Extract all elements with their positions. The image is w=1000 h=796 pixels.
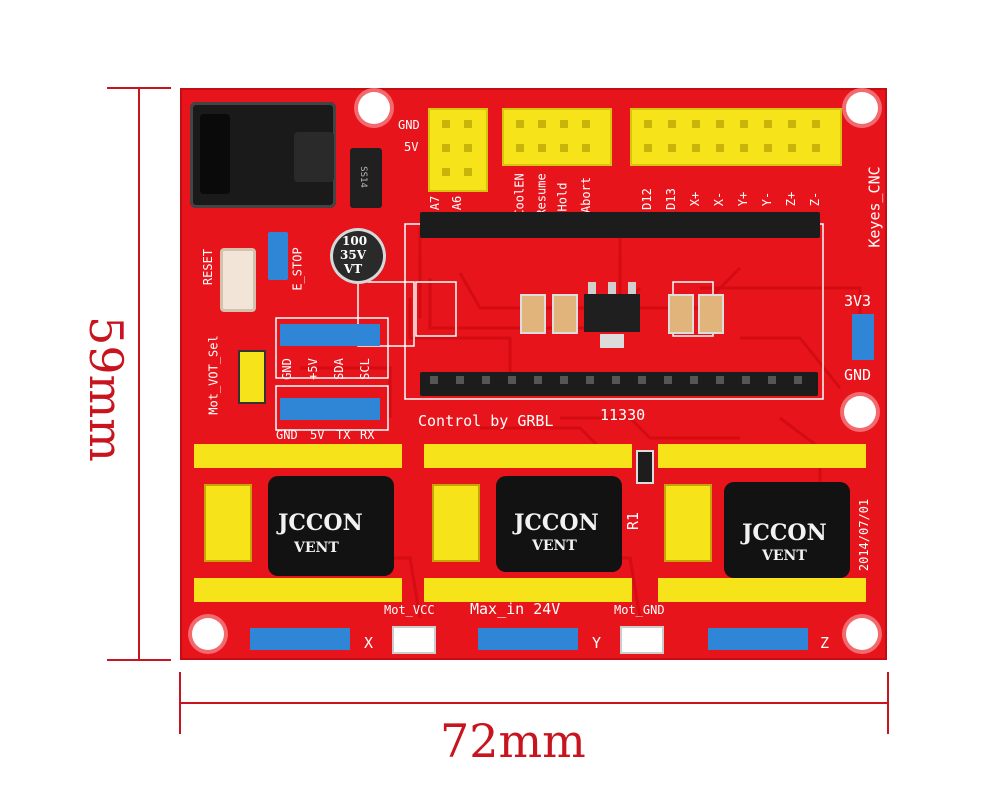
mounting-hole bbox=[846, 92, 878, 124]
smd-capacitor bbox=[552, 294, 578, 334]
uart-header bbox=[280, 398, 380, 420]
mot-vcc-pad bbox=[392, 626, 436, 654]
reset-button[interactable] bbox=[220, 248, 256, 312]
axis-y-label: Y bbox=[592, 634, 602, 652]
mot-vcc-label: Mot_VCC bbox=[384, 603, 435, 617]
mounting-hole bbox=[844, 396, 876, 428]
board-code-label: 11330 bbox=[600, 406, 646, 424]
electrolytic-capacitor: 100 35V VT bbox=[330, 228, 386, 284]
3v3-label: 3V3 bbox=[844, 292, 872, 310]
width-label: 72mm bbox=[440, 714, 586, 768]
gnd-right-label: GND bbox=[844, 366, 872, 384]
axis-x-label: X bbox=[364, 634, 374, 652]
smd-capacitor bbox=[520, 294, 546, 334]
nano-pin-holes bbox=[430, 376, 802, 384]
mot-gnd-pad bbox=[620, 626, 664, 654]
reset-label: RESET bbox=[201, 248, 216, 286]
header-5v-gnd bbox=[428, 108, 488, 192]
smd-capacitor bbox=[698, 294, 724, 334]
r1-label: R1 bbox=[624, 511, 643, 531]
r1-resistor bbox=[636, 450, 654, 484]
stepper-y-header bbox=[478, 628, 578, 650]
e-stop-header bbox=[268, 232, 288, 280]
smd-capacitor bbox=[668, 294, 694, 334]
header-endstops bbox=[630, 108, 842, 166]
dc-power-jack bbox=[190, 102, 336, 208]
height-label: 59mm bbox=[79, 316, 133, 462]
motor-voltage-select-jumper[interactable] bbox=[238, 350, 266, 404]
mounting-hole bbox=[192, 618, 224, 650]
motor-capacitor: JCCON VENT bbox=[496, 476, 622, 572]
date-label: 2014/07/01 bbox=[857, 498, 872, 572]
mot-vot-sel-label: Mot_VOT_Sel bbox=[206, 335, 221, 415]
i2c-header bbox=[280, 324, 380, 346]
control-by-grbl-label: Control by GRBL bbox=[418, 412, 554, 430]
e-stop-label: E_STOP bbox=[290, 247, 305, 291]
brand-label: Keyes_CNC bbox=[865, 166, 884, 248]
axis-z-label: Z bbox=[820, 634, 830, 652]
stepper-x-header bbox=[250, 628, 350, 650]
motor-capacitor: JCCON VENT bbox=[268, 476, 394, 576]
5v-top-label: 5V bbox=[404, 140, 419, 154]
voltage-regulator bbox=[584, 282, 640, 348]
pcb-board: SS14 GND 5V A7 A6 CoolEN Resume Hold Abo… bbox=[180, 88, 887, 660]
motor-capacitor: JCCON VENT bbox=[724, 482, 850, 578]
mot-gnd-label: Mot_GND bbox=[614, 603, 665, 617]
header-pin-holes bbox=[442, 120, 820, 176]
mounting-hole bbox=[358, 92, 390, 124]
stepper-z-header bbox=[708, 628, 808, 650]
3v3-header bbox=[852, 314, 874, 360]
max-in-label: Max_in 24V bbox=[470, 600, 561, 618]
mounting-hole bbox=[846, 618, 878, 650]
gnd-top-label: GND bbox=[398, 118, 420, 132]
nano-header-top bbox=[420, 212, 820, 238]
header-control-pins bbox=[502, 108, 612, 166]
schottky-diode: SS14 bbox=[350, 148, 382, 208]
